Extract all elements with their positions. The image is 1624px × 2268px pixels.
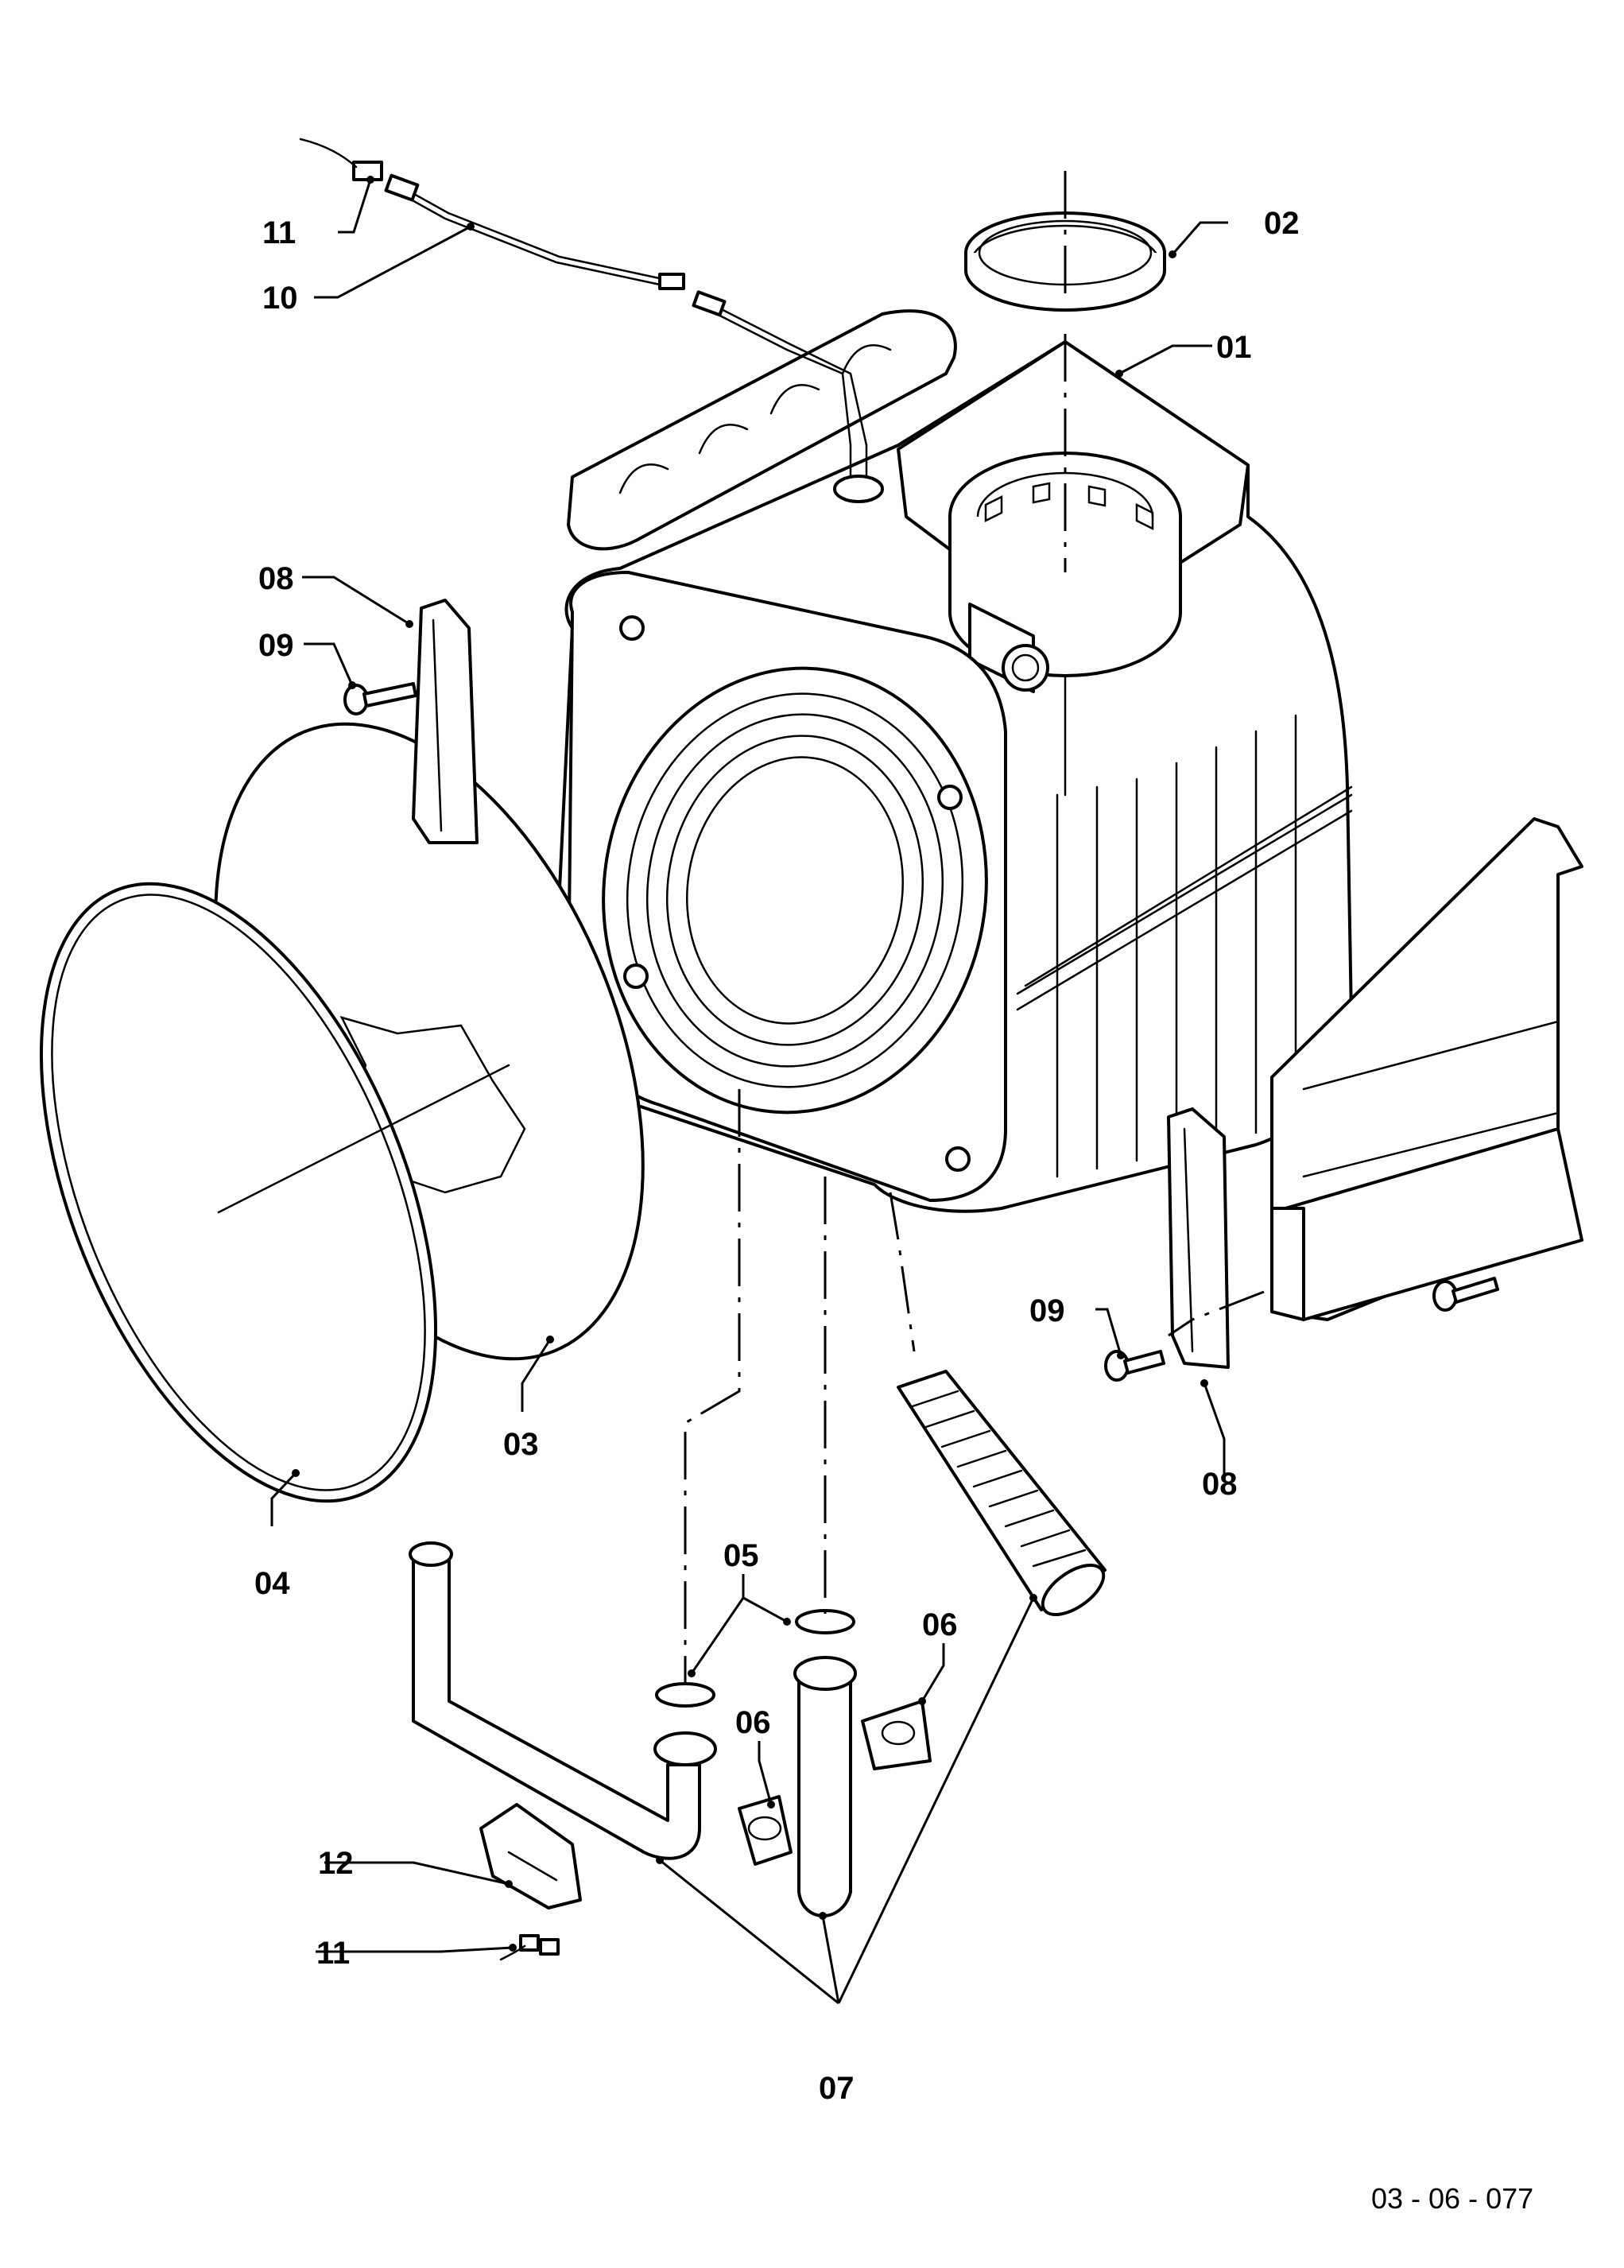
part-09-screw-right [1104, 1350, 1165, 1382]
label-03: 03 [503, 1427, 539, 1462]
label-07: 07 [819, 2071, 855, 2106]
part-08-bracket-right [1167, 1107, 1230, 1369]
part-10-cable-harness [384, 173, 868, 447]
label-05: 05 [723, 1538, 759, 1573]
label-08-right: 08 [1202, 1467, 1238, 1502]
leader-lines [270, 176, 1228, 2005]
assembly-axis-lines [684, 171, 1265, 1685]
label-02: 02 [1264, 206, 1300, 241]
part-07-return-pipe [793, 1656, 857, 1917]
part-05-o-ring-right [795, 1609, 855, 1634]
part-11-connector-lower [499, 1934, 560, 1961]
label-06-right: 06 [922, 1607, 958, 1642]
part-12-sensor [479, 1803, 582, 1909]
label-12: 12 [318, 1846, 354, 1881]
part-06-clip-left [738, 1795, 793, 1866]
part-08-bracket-left [412, 599, 479, 844]
label-10: 10 [262, 281, 298, 316]
label-01: 01 [1216, 330, 1252, 365]
part-05-o-ring-left [655, 1682, 715, 1708]
part-07-inlet-pipe [409, 1541, 717, 1860]
label-04: 04 [254, 1566, 290, 1601]
part-01-combustion-chamber-housing [555, 309, 1353, 1213]
label-11-upper: 11 [262, 215, 296, 250]
label-08-left: 08 [258, 561, 294, 596]
part-11-connector-upper [299, 138, 383, 181]
part-06-clip-right [861, 1700, 932, 1770]
label-11-lower: 11 [316, 1936, 350, 1971]
label-06-left: 06 [735, 1705, 771, 1740]
label-09-left: 09 [258, 628, 294, 663]
label-09-right: 09 [1029, 1293, 1065, 1328]
part-09-screw-left [343, 682, 417, 715]
drawing-reference-number: 03 - 06 - 077 [1371, 2182, 1533, 2215]
part-04-gasket-ring [40, 882, 510, 1503]
side-panel-assembly [1270, 817, 1583, 1321]
flex-hose [897, 1370, 1107, 1617]
